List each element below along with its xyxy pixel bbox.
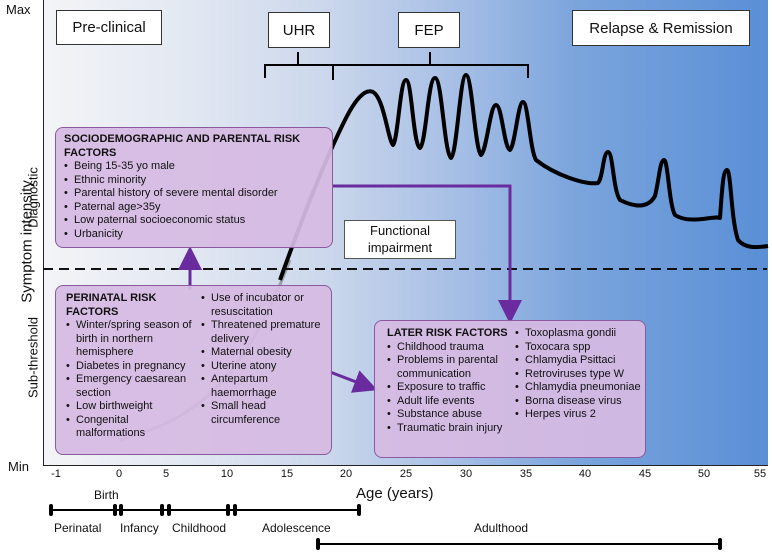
x-tick: 35 [519,468,533,480]
life-stage-timelines [52,509,720,545]
later-item: Problems in parental communication [387,354,515,381]
later-item: Toxoplasma gondii [515,327,643,341]
phase-uhr: UHR [268,12,330,48]
y-max-label: Max [6,2,31,17]
perinatal-item: Antepartum haemorrhage [201,373,327,400]
x-axis-title: Age (years) [356,485,434,502]
x-tick: 20 [339,468,353,480]
perinatal-item: Congenital malformations [66,414,200,441]
later-item: Toxocara spp [515,341,643,355]
phase-relapse-remission: Relapse & Remission [572,10,750,46]
arrow-socio-to-later [332,184,522,324]
later-item: Retroviruses type W [515,368,643,382]
socio-item: Ethnic minority [64,174,324,188]
perinatal-left-column: PERINATAL RISK FACTORS Winter/spring sea… [66,292,200,441]
later-left-column: LATER RISK FACTORS Childhood trauma Prob… [387,327,515,435]
later-item: Childhood trauma [387,341,515,355]
life-stage-markers [49,504,722,550]
stage-childhood: Childhood [172,521,227,535]
functional-impairment-line2: impairment [367,240,433,255]
y-min-label: Min [8,459,29,474]
symptom-curve [278,73,769,281]
x-tick: 0 [115,468,123,480]
perinatal-item: Small head circumference [201,400,327,427]
later-risk-box: LATER RISK FACTORS Childhood trauma Prob… [374,320,646,458]
x-tick: 25 [399,468,413,480]
later-item: Borna disease virus [515,395,643,409]
later-title: LATER RISK FACTORS [387,327,508,339]
perinatal-item: Diabetes in pregnancy [66,360,200,374]
phase-preclinical: Pre-clinical [56,10,162,45]
x-tick: 15 [280,468,294,480]
stage-adolescence: Adolescence [262,521,331,535]
perinatal-item: Maternal obesity [201,346,327,360]
phase-fep: FEP [398,12,460,48]
later-item: Herpes virus 2 [515,408,643,422]
perinatal-item: Threatened premature delivery [201,319,327,346]
x-tick: 10 [220,468,234,480]
later-item: Adult life events [387,395,515,409]
socio-item: Being 15-35 yo male [64,160,324,174]
functional-impairment-line1: Functional [370,223,430,238]
later-right-column: Toxoplasma gondii Toxocara spp Chlamydia… [515,327,643,422]
birth-label: Birth [94,488,119,502]
phase-brace [264,52,529,80]
later-item: Chlamydia Psittaci [515,354,643,368]
stage-adulthood: Adulthood [474,521,529,535]
x-tick: 5 [162,468,170,480]
x-tick: 55 [753,468,767,480]
stage-infancy: Infancy [120,521,159,535]
socio-item: Paternal age>35y [64,201,324,215]
x-tick: 30 [459,468,473,480]
socio-item: Urbanicity [64,228,324,242]
functional-impairment-box: Functional impairment [344,220,456,259]
later-item: Traumatic brain injury [387,422,515,436]
sociodemographic-title: SOCIODEMOGRAPHIC AND PARENTAL RISK FACTO… [64,133,301,159]
perinatal-right-column: Use of incubator or resuscitation Threat… [201,292,327,427]
perinatal-item: Uterine atony [201,360,327,374]
later-item: Exposure to traffic [387,381,515,395]
socio-item: Low paternal socioeconomic status [64,214,324,228]
sociodemographic-risk-box: SOCIODEMOGRAPHIC AND PARENTAL RISK FACTO… [55,127,333,248]
x-tick: 40 [578,468,592,480]
x-tick: -1 [51,468,61,480]
perinatal-title: PERINATAL RISK FACTORS [66,292,157,318]
later-item: Chlamydia pneumoniae [515,381,643,395]
perinatal-item: Use of incubator or resuscitation [201,292,327,319]
perinatal-item: Emergency caesarean section [66,373,200,400]
stage-perinatal: Perinatal [54,521,102,535]
perinatal-item: Low birthweight [66,400,200,414]
later-item: Substance abuse [387,408,515,422]
x-tick: 45 [638,468,652,480]
arrow-perinatal-to-later [329,370,378,393]
socio-item: Parental history of severe mental disord… [64,187,324,201]
perinatal-item: Winter/spring season of birth in norther… [66,319,200,360]
x-tick: 50 [697,468,711,480]
perinatal-risk-box: PERINATAL RISK FACTORS Winter/spring sea… [55,285,332,455]
